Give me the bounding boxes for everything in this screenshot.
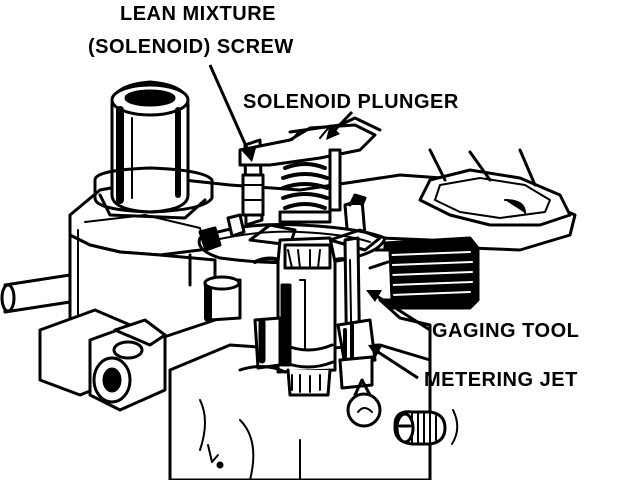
lean-mixture-label-line1: LEAN MIXTURE <box>120 3 276 25</box>
solenoid-plunger-label: SOLENOID PLUNGER <box>243 91 459 113</box>
arrowhead-gaging-tool <box>366 290 382 302</box>
lean-mixture-label-line2: (SOLENOID) SCREW <box>88 36 294 58</box>
carburetor-illustration <box>0 80 577 480</box>
leader-arrowheads <box>241 124 383 357</box>
arrowhead-solenoid-plunger <box>326 124 340 140</box>
gaging-tool-label: GAGING TOOL <box>432 320 579 342</box>
metering-jet-label: METERING JET <box>424 369 578 391</box>
plunger-spring <box>281 162 329 210</box>
arrowhead-metering-jet <box>368 344 383 357</box>
arrowhead-lean-mixture <box>241 148 256 162</box>
leader-lines <box>208 64 431 380</box>
